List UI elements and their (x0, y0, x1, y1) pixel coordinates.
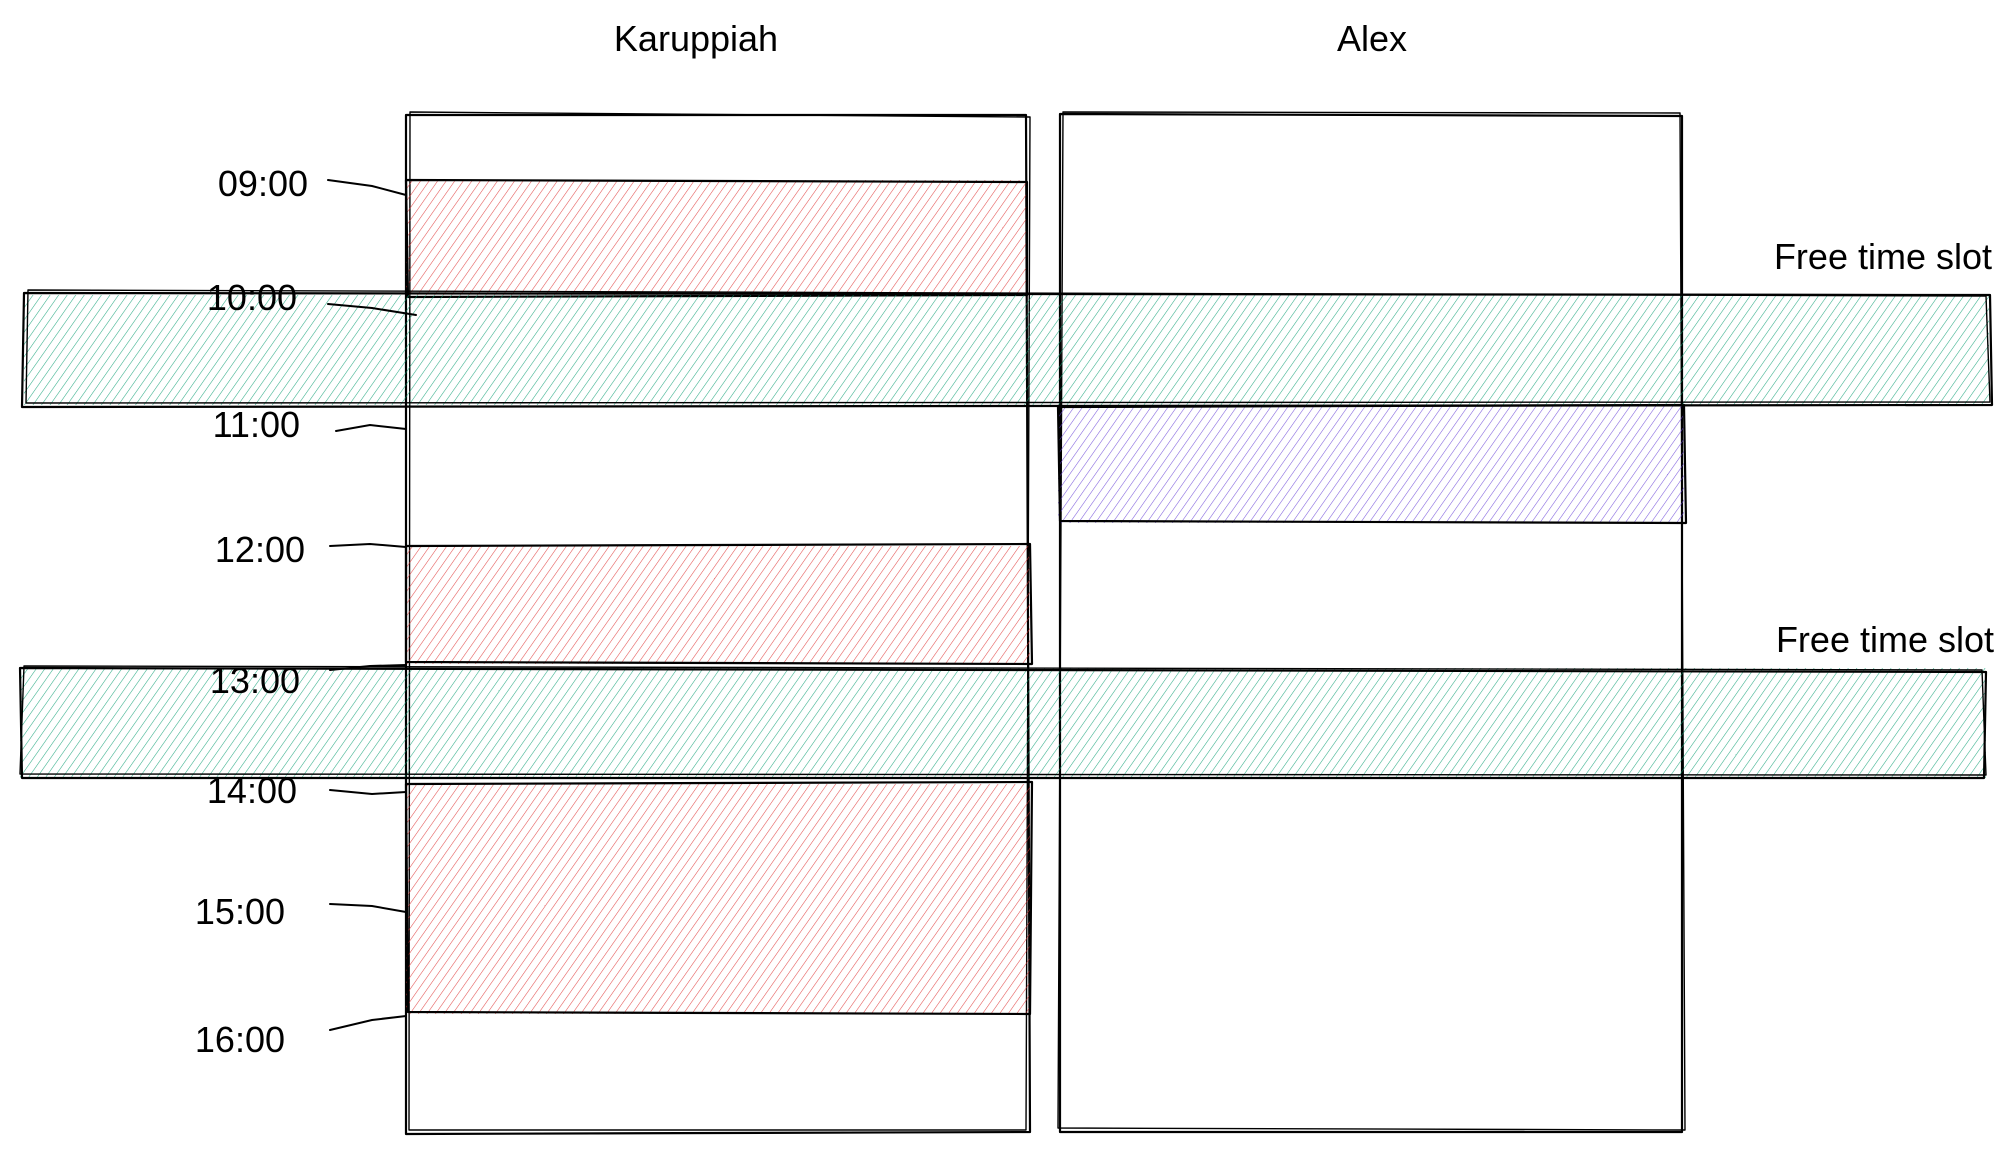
time-label-1200: 12:00 (215, 529, 305, 570)
busy-block-karuppiah-1400 (404, 780, 1034, 1016)
free-slot-band-1300 (18, 665, 1988, 780)
busy-block-alex-1100 (1056, 403, 1688, 525)
time-ticks (327, 179, 417, 1031)
column-title-alex: Alex (1337, 18, 1407, 59)
time-label-1000: 10:00 (207, 277, 297, 318)
free-slot-band-1000 (20, 289, 1994, 409)
alex-column (1057, 111, 1686, 1134)
time-label-1500: 15:00 (195, 891, 285, 932)
time-label-1400: 14:00 (207, 770, 297, 811)
busy-block-karuppiah-0900 (404, 178, 1029, 299)
busy-block-karuppiah-1200 (404, 542, 1034, 666)
time-label-1300: 13:00 (210, 660, 300, 701)
free-slot-label-1: Free time slot (1774, 236, 1992, 277)
free-slot-label-2: Free time slot (1776, 619, 1994, 660)
time-label-0900: 09:00 (218, 163, 308, 204)
column-title-karuppiah: Karuppiah (614, 18, 778, 59)
time-label-1100: 11:00 (213, 404, 300, 445)
time-label-1600: 16:00 (195, 1019, 285, 1060)
